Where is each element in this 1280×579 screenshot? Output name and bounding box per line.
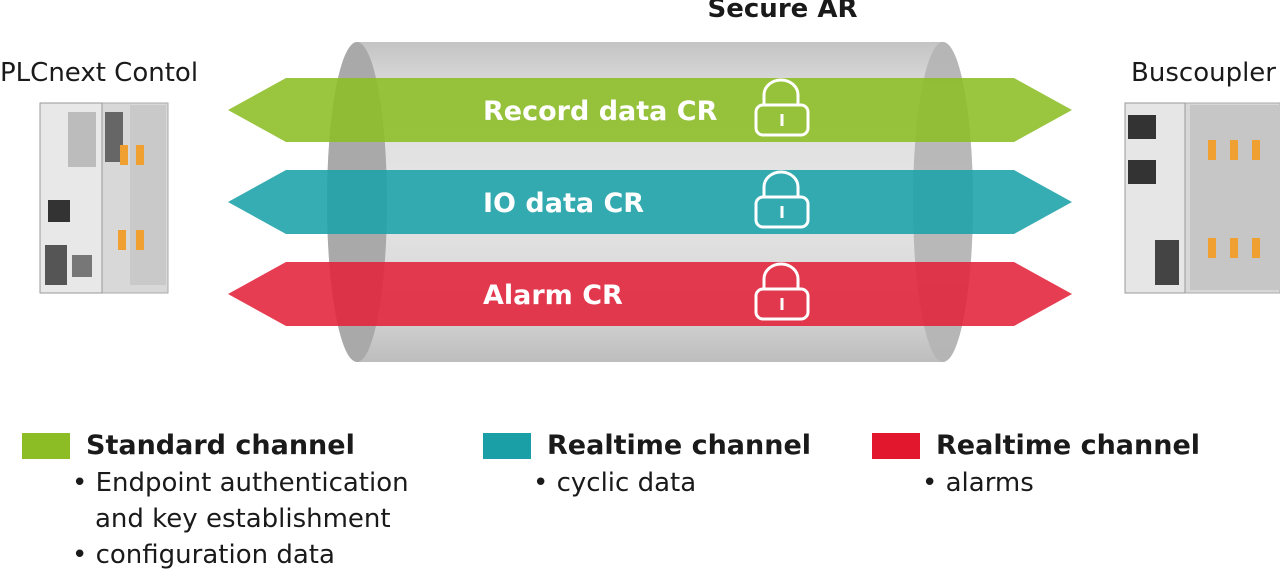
plc-label: PLCnext Contol — [0, 58, 199, 88]
legend-standard: Standard channel • Endpoint authenticati… — [22, 430, 409, 573]
legend-item-continued: and key establishment — [95, 504, 391, 534]
channel-arrow-shape — [228, 78, 1072, 142]
channel-arrow: Record data CR — [228, 78, 1072, 142]
legend-swatch-red — [872, 432, 920, 459]
channel-arrow: IO data CR — [228, 170, 1072, 234]
channel-label: IO data CR — [483, 188, 644, 219]
channel-arrow-shape — [228, 262, 1072, 326]
plc-device-image — [39, 102, 169, 294]
secure-ar-diagram: Record data CR IO data CR Alarm CR — [39, 42, 1280, 362]
legend-item: • Endpoint authentication — [72, 468, 409, 498]
legend-item: • cyclic data — [533, 468, 697, 498]
buscoupler-label: Buscoupler — [1131, 58, 1276, 88]
legend-swatch-teal — [483, 432, 531, 459]
lock-icon — [754, 78, 810, 137]
legend-realtime-alarms: Realtime channel • alarms — [872, 430, 1200, 501]
lock-icon — [754, 262, 810, 321]
legend-item: • configuration data — [72, 540, 335, 570]
legend-realtime-cyclic: Realtime channel • cyclic data — [483, 430, 811, 501]
channel-label: Alarm CR — [483, 280, 623, 311]
legend-title: Realtime channel — [547, 430, 812, 461]
channel-arrow-shape — [228, 170, 1072, 234]
legend-swatch-green — [22, 432, 70, 459]
legend-title: Realtime channel — [936, 430, 1201, 461]
lock-icon — [754, 170, 810, 229]
legend-item: • alarms — [922, 468, 1034, 498]
diagram-title: Secure AR — [707, 0, 858, 24]
buscoupler-device-image — [1124, 102, 1280, 294]
channel-arrow: Alarm CR — [228, 262, 1072, 326]
channel-label: Record data CR — [483, 96, 718, 127]
legend-title: Standard channel — [86, 430, 355, 461]
